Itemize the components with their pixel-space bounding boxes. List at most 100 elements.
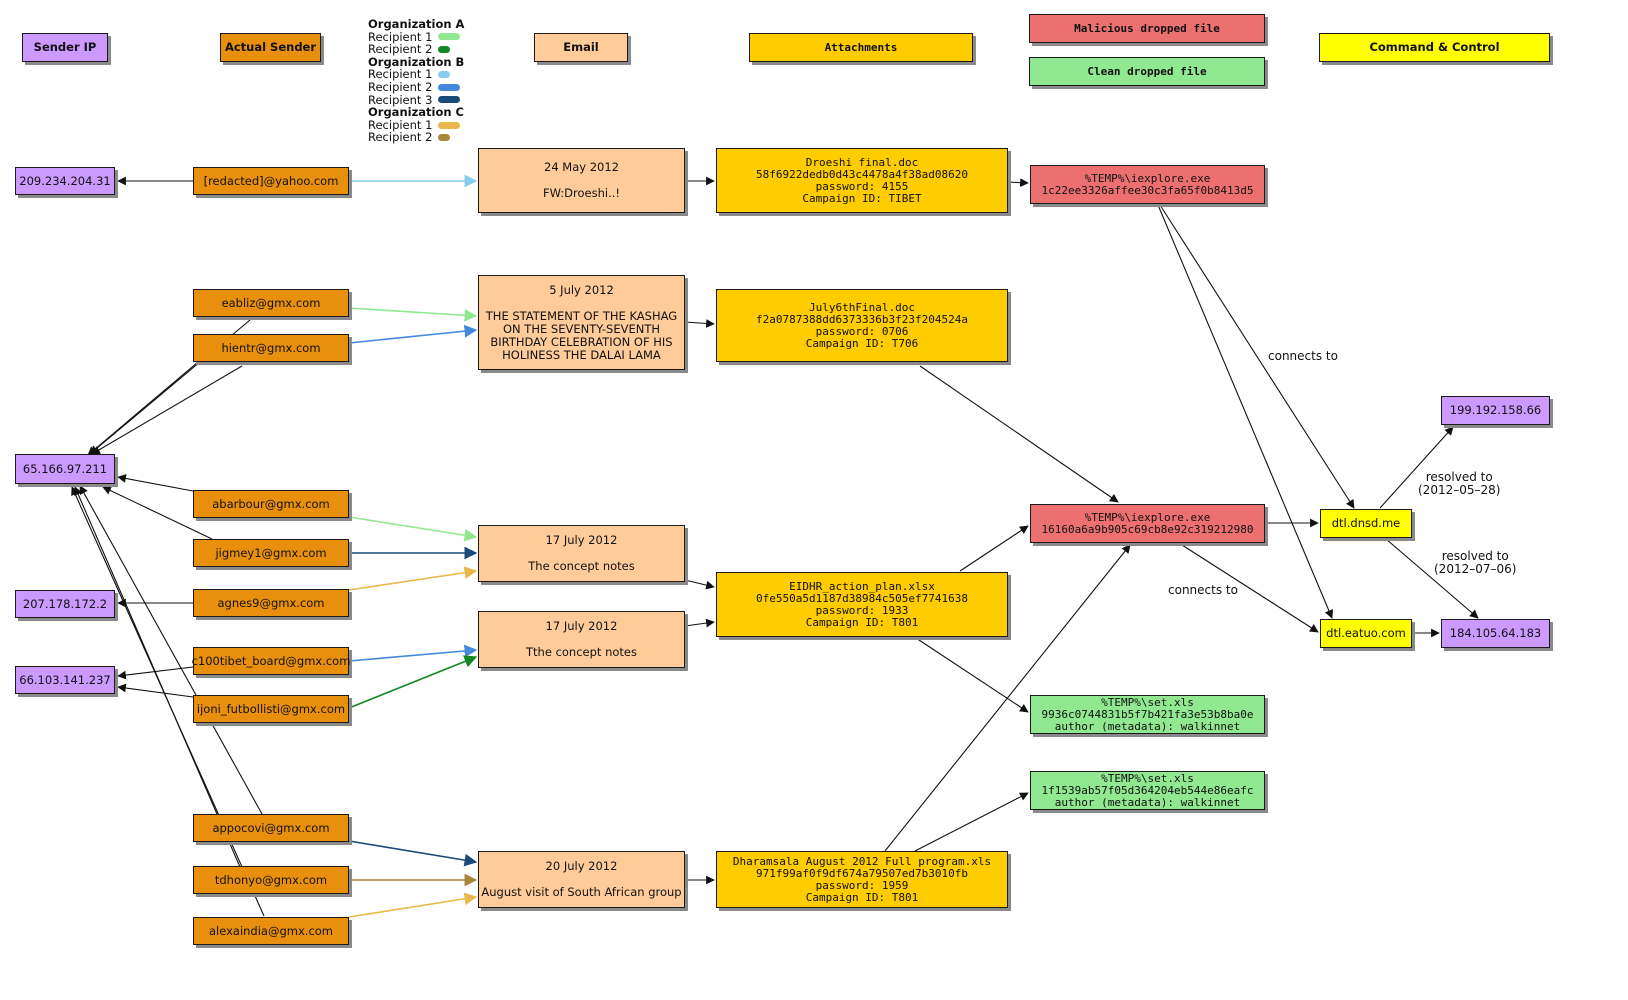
- attachment-name: July6thFinal.doc: [809, 300, 915, 314]
- clean-file-node: %TEMP%\set.xls 1f1539ab57f05d364204eb544…: [1030, 771, 1265, 810]
- edge-att4-mal2: [884, 544, 1131, 852]
- legend-org-c: Organization C: [368, 105, 464, 120]
- edge-email4-att3: [684, 618, 715, 628]
- attachment-hash: 971f99af0f9df674a79507ed7b3010fb: [756, 866, 968, 880]
- edge-hientr-email: [348, 324, 478, 344]
- sender-label: jigmey1@gmx.com: [215, 545, 327, 560]
- email-date: 24 May 2012: [544, 160, 619, 174]
- attachment-hash: 0fe550a5d1187d38984c505ef7741638: [756, 591, 968, 605]
- legend-a-r2-label: Recipient 2: [368, 42, 433, 57]
- header-malicious-label: Malicious dropped file: [1074, 21, 1220, 35]
- edge-abarbour-ip: [117, 474, 194, 492]
- malicious-file-path: %TEMP%\iexplore.exe: [1084, 171, 1211, 185]
- sender-ip-node: 207.178.172.2: [15, 590, 115, 618]
- email-subject: THE STATEMENT OF THE KASHAG ON THE SEVEN…: [485, 308, 678, 362]
- sender-label: agnes9@gmx.com: [217, 595, 325, 610]
- email-date: 20 July 2012: [545, 859, 618, 873]
- legend-org-a: Organization A: [368, 17, 465, 31]
- cc-domain-node: dtl.eatuo.com: [1320, 619, 1412, 648]
- clean-file-node: %TEMP%\set.xls 9936c0744831b5f7b421fa3e5…: [1030, 695, 1265, 734]
- edge-label-connects: connects to: [1168, 583, 1238, 597]
- edge-alexaindia-email: [348, 892, 478, 918]
- legend-b-r2-label: Recipient 2: [368, 79, 433, 94]
- legend-a-r1: Recipient 1: [368, 29, 464, 44]
- edge-alexaindia-ip: [71, 486, 265, 917]
- sender-node: agnes9@gmx.com: [193, 589, 349, 617]
- edge-dnsd-ip2: [1385, 538, 1479, 619]
- malicious-file-hash: 1c22ee3326affee30c3fa65f0b8413d5: [1041, 183, 1254, 197]
- malicious-file-node: %TEMP%\iexplore.exe 16160a6a9b905c69cb8e…: [1030, 504, 1265, 543]
- attachment-password: password: 0706: [815, 324, 909, 338]
- attachment-node: EIDHR_action_plan.xlsx 0fe550a5d1187d389…: [716, 572, 1008, 637]
- email-subject: The concept notes: [528, 559, 635, 573]
- malicious-file-node: %TEMP%\iexplore.exe 1c22ee3326affee30c3f…: [1030, 165, 1265, 204]
- attachment-password: password: 1959: [815, 878, 909, 892]
- legend-c-r1-swatch: [438, 121, 461, 129]
- header-clean: Clean dropped file: [1029, 57, 1265, 86]
- edge-mal1-eatuo: [1157, 204, 1333, 619]
- sender-ip-node: 65.166.97.211: [15, 454, 115, 484]
- header-email: Email: [534, 33, 628, 62]
- edge-hientr-ip-b: [91, 365, 243, 455]
- legend-a-r1-label: Recipient 1: [368, 29, 433, 44]
- sender-node: ijoni_futbollisti@gmx.com: [193, 695, 349, 723]
- email-node: 24 May 2012 FW:Droeshi..!: [478, 148, 685, 213]
- edge-ijoni-ip: [117, 683, 194, 698]
- sender-label: abarbour@gmx.com: [212, 496, 330, 511]
- legend-c-r1: Recipient 1: [368, 119, 464, 132]
- sender-node: jigmey1@gmx.com: [193, 539, 349, 567]
- clean-file-path: %TEMP%\set.xls: [1101, 771, 1194, 785]
- malicious-file-hash: 16160a6a9b905c69cb8e92c319212980: [1041, 522, 1254, 536]
- legend-c-r2-swatch: [438, 134, 451, 142]
- attachment-campaign: Campaign ID: TIBET: [802, 191, 922, 205]
- edge-hientr-ip-a: [87, 361, 199, 456]
- attachment-campaign: Campaign ID: T801: [805, 615, 919, 629]
- clean-file-author: author (metadata): walkinnet: [1054, 719, 1241, 733]
- email-date: 17 July 2012: [545, 619, 618, 633]
- sender-ip-label: 209.234.204.31: [19, 173, 111, 188]
- edge-att4-clean2: [914, 792, 1029, 852]
- edge-mal2-eatuo: [1181, 544, 1319, 633]
- legend-b-r1-swatch: [438, 71, 451, 79]
- clean-file-path: %TEMP%\set.xls: [1101, 695, 1194, 709]
- sender-node: c100tibet_board@gmx.com: [192, 647, 350, 675]
- sender-node: abarbour@gmx.com: [193, 490, 349, 518]
- edge-appocovi-ip: [79, 485, 263, 815]
- sender-label: alexaindia@gmx.com: [208, 923, 334, 938]
- sender-label: tdhonyo@gmx.com: [214, 872, 328, 887]
- header-clean-label: Clean dropped file: [1087, 64, 1207, 78]
- email-node: 17 July 2012 Tthe concept notes: [478, 611, 685, 668]
- sender-ip-label: 65.166.97.211: [22, 461, 108, 476]
- legend-b-r3-label: Recipient 3: [368, 92, 433, 107]
- email-subject: FW:Droeshi..!: [542, 186, 621, 200]
- edge-jigmey-ip: [102, 486, 213, 540]
- email-date: 17 July 2012: [545, 533, 618, 547]
- edge-label-resolved: resolved to (2012–07–06): [1434, 549, 1517, 576]
- header-sender-ip-label: Sender IP: [33, 40, 97, 54]
- attachment-password: password: 4155: [815, 179, 909, 193]
- email-node: 5 July 2012 THE STATEMENT OF THE KASHAG …: [478, 275, 685, 370]
- sender-ip-node: 66.103.141.237: [15, 666, 115, 694]
- sender-ip-label: 207.178.172.2: [22, 596, 108, 611]
- attachment-node: July6thFinal.doc f2a0787388dd6373336b3f2…: [716, 289, 1008, 362]
- sender-node: appocovi@gmx.com: [193, 814, 349, 842]
- edge-c100-email: [348, 644, 478, 662]
- email-date: 5 July 2012: [549, 282, 614, 297]
- edge-att3-mal2: [959, 525, 1029, 572]
- cc-ip-node: 199.192.158.66: [1441, 396, 1550, 425]
- email-subject: Tthe concept notes: [526, 645, 637, 659]
- legend-b-r2-swatch: [438, 83, 461, 91]
- edge-label-resolved: resolved to (2012–05–28): [1418, 470, 1501, 497]
- attachment-node: Dharamsala August 2012 Full program.xls …: [716, 851, 1008, 908]
- edge-agnes-email: [348, 566, 478, 591]
- sender-node: [redacted]@yahoo.com: [193, 167, 349, 195]
- clean-file-author: author (metadata): walkinnet: [1054, 795, 1241, 809]
- edge-att2-mal2: [919, 365, 1119, 503]
- attachment-campaign: Campaign ID: T706: [805, 336, 919, 350]
- edge-dnsd-ip1: [1379, 426, 1454, 509]
- sender-node: alexaindia@gmx.com: [193, 917, 349, 945]
- email-node: 20 July 2012 August visit of South Afric…: [478, 851, 685, 908]
- cc-ip-label: 184.105.64.183: [1449, 626, 1542, 640]
- legend-c-r2-label: Recipient 2: [368, 130, 433, 145]
